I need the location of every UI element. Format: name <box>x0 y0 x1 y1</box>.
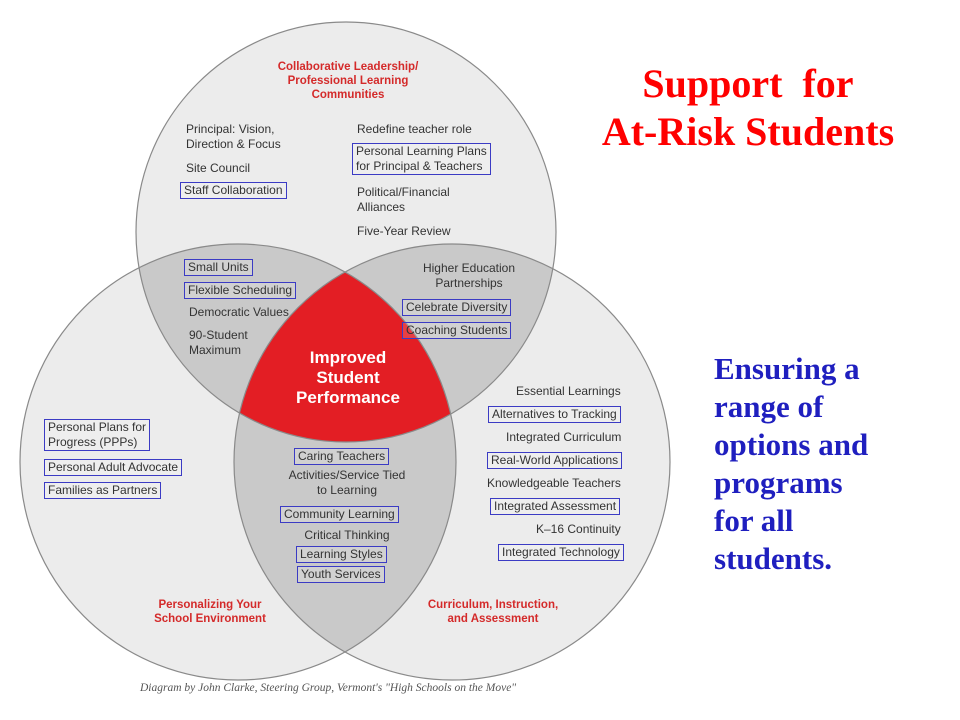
diagram-caption: Diagram by John Clarke, Steering Group, … <box>140 682 517 694</box>
overlap-tr-item-boxed: Celebrate Diversity <box>402 299 512 316</box>
top-left-item: Principal: Vision, Direction & Focus <box>186 122 281 151</box>
circle-left-title: Personalizing Your School Environment <box>154 599 266 625</box>
slide-title-line2: At-Risk Students <box>601 109 895 154</box>
slide-title-line1: Support for <box>642 61 854 106</box>
left-item-boxed: Personal Adult Advocate <box>44 459 183 476</box>
overlap-tl-item: Democratic Values <box>189 305 289 319</box>
side-text-line: Ensuring a <box>714 351 860 386</box>
overlap-tr-item: Higher Education Partnerships <box>422 261 516 290</box>
overlap-tl-item: 90-Student Maximum <box>189 328 248 357</box>
top-left-item: Site Council <box>186 161 251 175</box>
right-item-boxed: Integrated Assessment <box>490 498 621 515</box>
overlap-lr-item-boxed: Community Learning <box>280 506 399 523</box>
overlap-lr-item-boxed: Caring Teachers <box>294 448 390 465</box>
side-text: Ensuring a range of options and programs… <box>714 350 868 578</box>
right-item: Essential Learnings <box>516 384 621 398</box>
left-item-boxed: Families as Partners <box>44 482 162 499</box>
slide-title: Support for At-Risk Students <box>548 60 948 156</box>
side-text-line: students. <box>714 541 833 576</box>
overlap-tl-item-boxed: Flexible Scheduling <box>184 282 297 299</box>
top-right-item-boxed: Personal Learning Plans for Principal & … <box>352 143 491 175</box>
side-text-line: options and <box>714 427 869 462</box>
circle-top-title: Collaborative Leadership/ Professional L… <box>277 61 419 101</box>
overlap-center <box>234 244 456 442</box>
top-right-item: Five-Year Review <box>357 224 451 238</box>
overlap-lr-item: Activities/Service Tied to Learning <box>288 468 406 497</box>
overlap-tl-item-boxed: Small Units <box>184 259 253 276</box>
side-text-line: programs <box>714 465 843 500</box>
right-item-boxed: Integrated Technology <box>498 544 624 561</box>
overlap-lr-item: Critical Thinking <box>304 528 390 542</box>
left-item-boxed: Personal Plans for Progress (PPPs) <box>44 419 151 451</box>
right-item: Knowledgeable Teachers <box>487 476 621 490</box>
side-text-line: for all <box>714 503 794 538</box>
top-right-item: Redefine teacher role <box>357 122 472 136</box>
overlap-lr-item-boxed: Learning Styles <box>296 546 387 563</box>
center-label: Improved Student Performance <box>296 348 400 407</box>
side-text-line: range of <box>714 389 824 424</box>
circle-right-title: Curriculum, Instruction, and Assessment <box>427 599 559 625</box>
right-item-boxed: Real-World Applications <box>487 452 623 469</box>
right-item-boxed: Alternatives to Tracking <box>488 406 621 423</box>
right-item: Integrated Curriculum <box>506 430 622 444</box>
top-left-item-boxed: Staff Collaboration <box>180 182 287 199</box>
overlap-lr-item-boxed: Youth Services <box>297 566 385 583</box>
overlap-tr-item-boxed: Coaching Students <box>402 322 512 339</box>
right-item: K–16 Continuity <box>536 522 621 536</box>
top-right-item: Political/Financial Alliances <box>357 185 450 214</box>
